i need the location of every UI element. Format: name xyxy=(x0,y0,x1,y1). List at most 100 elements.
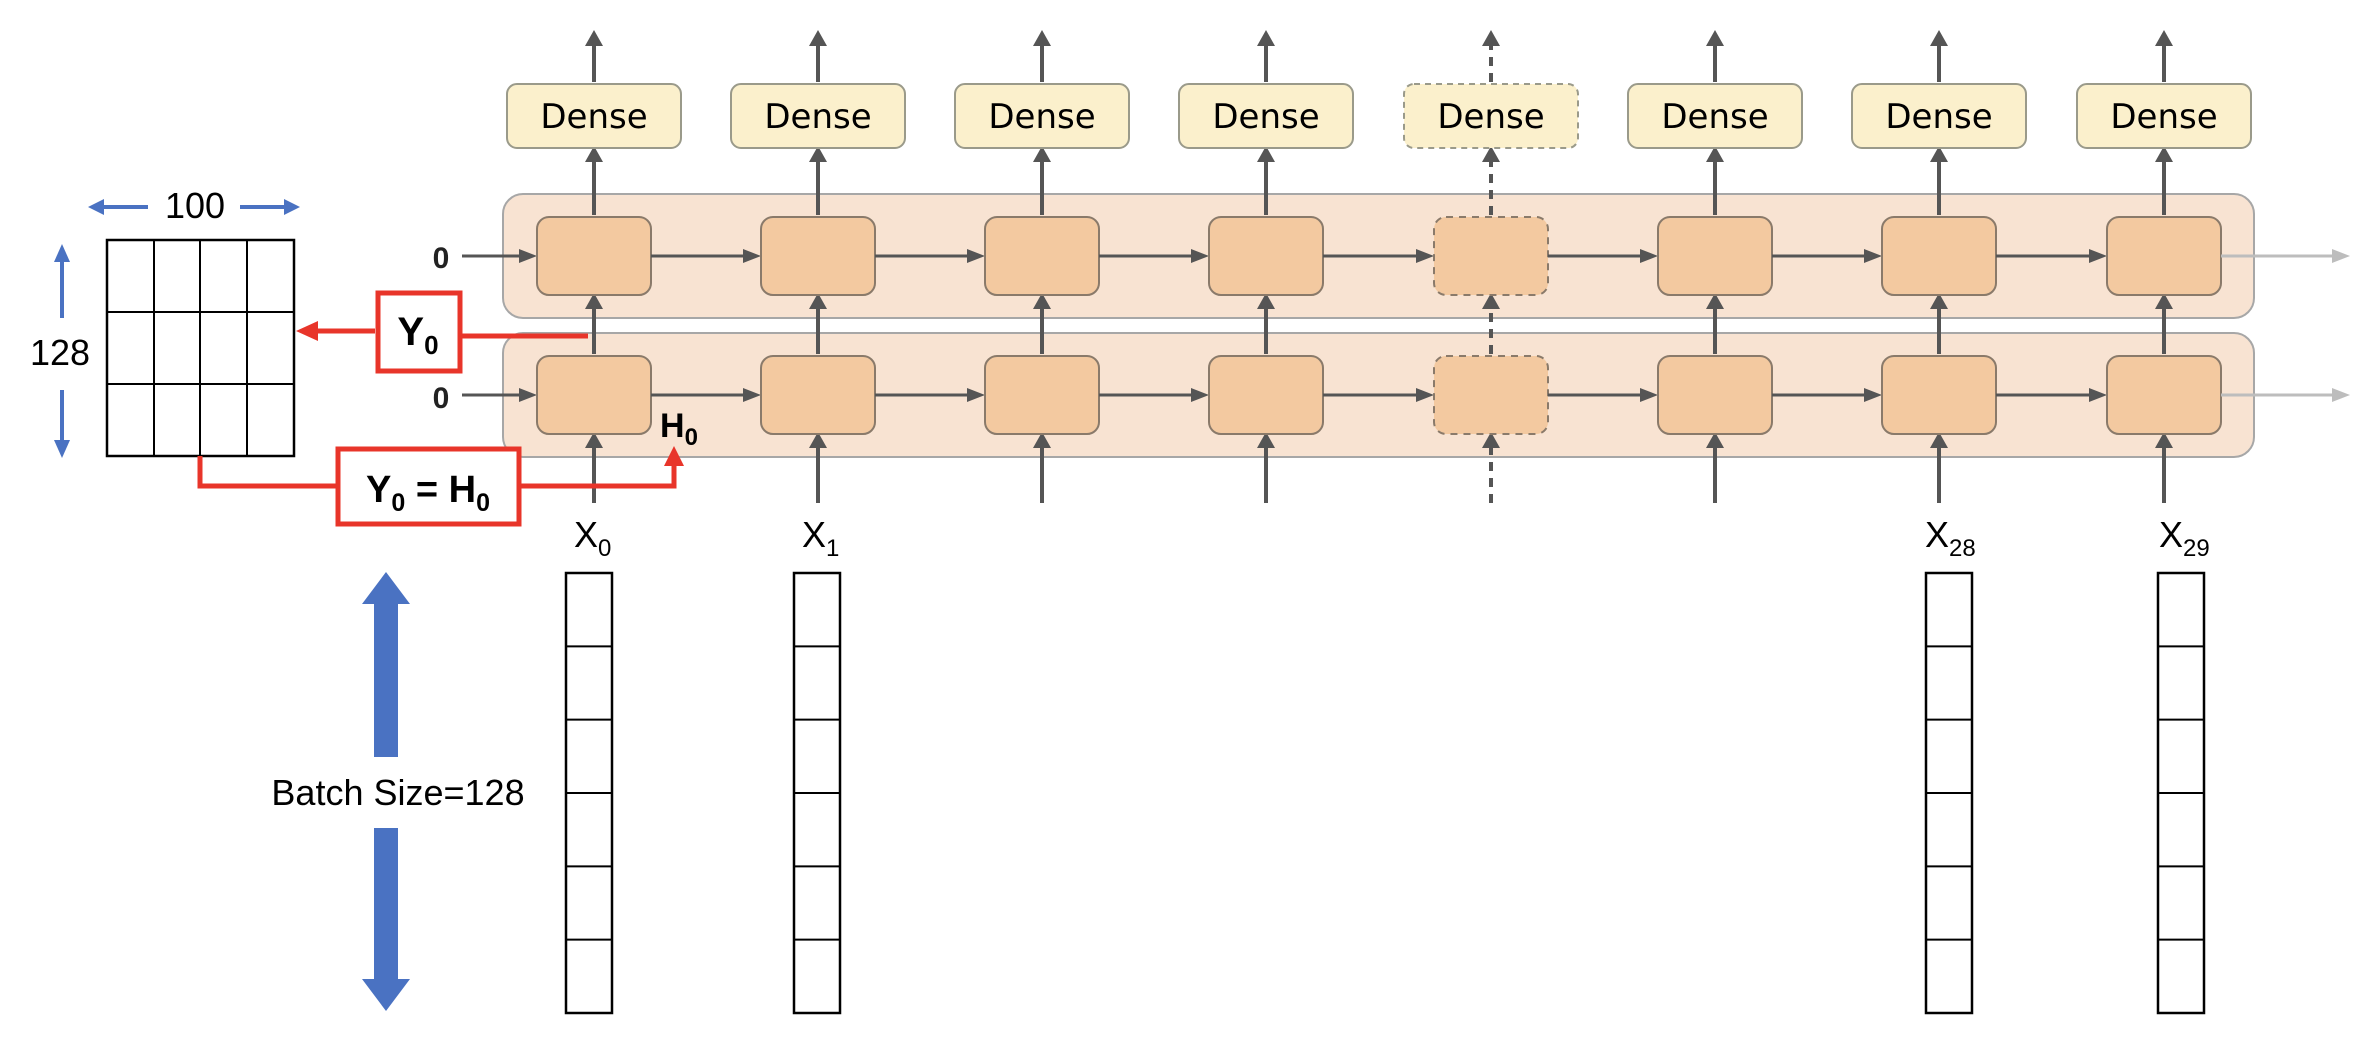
cell-top-6 xyxy=(1881,216,1997,296)
dense-label-3: Dense xyxy=(1212,97,1319,137)
y0-annotation: Y0 xyxy=(296,290,588,374)
dense-arrowhead-2 xyxy=(1033,146,1051,162)
h0-label: H0 xyxy=(660,407,698,451)
input-arrowhead-1 xyxy=(809,432,827,448)
dense-label-7: Dense xyxy=(2110,97,2217,137)
layer-arrowhead-0 xyxy=(585,293,603,309)
eq-rhs-sub: 0 xyxy=(476,489,490,517)
recurrent-top-1-head xyxy=(967,249,985,263)
cell-bottom-1 xyxy=(760,355,876,435)
matrix-width-label: 100 xyxy=(165,185,225,226)
eq-lhs-base: Y xyxy=(366,469,391,511)
dense-box-1 xyxy=(730,83,906,149)
matrix-height-arrows xyxy=(54,244,70,458)
layer-arrowhead-2 xyxy=(1033,293,1051,309)
input-label-x29: X29 xyxy=(2159,514,2210,562)
batch-size-label: Batch Size=128 xyxy=(271,772,524,813)
layer-arrowhead-4 xyxy=(1482,293,1500,309)
output-arrowhead-7 xyxy=(2155,30,2173,46)
recurrent-top-6-head xyxy=(2089,249,2107,263)
initial-state-arrow-bottom-head xyxy=(519,388,537,402)
cell-top-5 xyxy=(1657,216,1773,296)
final-state-top-head xyxy=(2332,249,2350,263)
dense-box-6 xyxy=(1851,83,2027,149)
eq-lhs-sub: 0 xyxy=(391,489,405,517)
output-arrowhead-2 xyxy=(1033,30,1051,46)
output-arrowhead-4 xyxy=(1482,30,1500,46)
cell-bottom-4 xyxy=(1433,355,1549,435)
dense-arrowhead-5 xyxy=(1706,146,1724,162)
dense-label-2: Dense xyxy=(988,97,1095,137)
dense-box-7 xyxy=(2076,83,2252,149)
svg-text:Y0 = H0: Y0 = H0 xyxy=(366,469,490,517)
initial-state-bottom: 0 xyxy=(433,382,450,415)
input-arrowhead-7 xyxy=(2155,432,2173,448)
cell-top-4 xyxy=(1433,216,1549,296)
output-arrowhead-0 xyxy=(585,30,603,46)
svg-text:Y0: Y0 xyxy=(397,310,438,360)
input-arrowhead-3 xyxy=(1257,432,1275,448)
recurrent-top-0-head xyxy=(743,249,761,263)
dense-label-0: Dense xyxy=(540,97,647,137)
dense-arrowhead-3 xyxy=(1257,146,1275,162)
cell-top-3 xyxy=(1208,216,1324,296)
layer-arrowhead-6 xyxy=(1930,293,1948,309)
layer-arrowhead-7 xyxy=(2155,293,2173,309)
cell-bottom-7 xyxy=(2106,355,2222,435)
dense-arrowhead-1 xyxy=(809,146,827,162)
cell-bottom-2 xyxy=(984,355,1100,435)
recurrent-top-5-head xyxy=(1864,249,1882,263)
output-arrowhead-5 xyxy=(1706,30,1724,46)
dense-arrowhead-4 xyxy=(1482,146,1500,162)
layer-arrowhead-1 xyxy=(809,293,827,309)
dense-box-5 xyxy=(1627,83,1803,149)
cell-bottom-0 xyxy=(536,355,652,435)
initial-state-arrow-top-head xyxy=(519,249,537,263)
dense-box-0 xyxy=(506,83,682,149)
y0-sub: 0 xyxy=(424,330,438,360)
cell-top-0 xyxy=(536,216,652,296)
input-label-x1: X1 xyxy=(802,514,839,562)
recurrent-bottom-4-head xyxy=(1640,388,1658,402)
recurrent-top-3-head xyxy=(1416,249,1434,263)
dense-arrowhead-6 xyxy=(1930,146,1948,162)
dense-box-2 xyxy=(954,83,1130,149)
dense-label-4: Dense xyxy=(1437,97,1544,137)
recurrent-bottom-1-head xyxy=(967,388,985,402)
recurrent-bottom-2-head xyxy=(1191,388,1209,402)
cell-top-1 xyxy=(760,216,876,296)
input-arrowhead-6 xyxy=(1930,432,1948,448)
input-label-x0: X0 xyxy=(574,514,611,562)
rnn-unrolled-cells: Dense Dense Dense Dense Dense Dense Dense Dense xyxy=(462,30,2350,503)
output-arrowhead-1 xyxy=(809,30,827,46)
input-arrowhead-5 xyxy=(1706,432,1724,448)
cell-top-2 xyxy=(984,216,1100,296)
output-arrowhead-6 xyxy=(1930,30,1948,46)
output-arrowhead-3 xyxy=(1257,30,1275,46)
batch-size-arrow xyxy=(362,572,410,1011)
dense-label-5: Dense xyxy=(1661,97,1768,137)
initial-state-top: 0 xyxy=(433,242,450,275)
dense-label-6: Dense xyxy=(1885,97,1992,137)
input-label-x28: X28 xyxy=(1925,514,1976,562)
output-matrix xyxy=(105,238,296,458)
input-arrowhead-2 xyxy=(1033,432,1051,448)
recurrent-bottom-6-head xyxy=(2089,388,2107,402)
matrix-height-label: 128 xyxy=(30,332,90,373)
eq-rhs-base: H xyxy=(449,469,476,511)
cell-bottom-6 xyxy=(1881,355,1997,435)
final-state-bottom-head xyxy=(2332,388,2350,402)
input-vectors xyxy=(564,571,2206,1015)
matrix-width-arrows xyxy=(88,199,300,215)
dense-label-1: Dense xyxy=(764,97,871,137)
dense-box-3 xyxy=(1178,83,1354,149)
input-arrowhead-0 xyxy=(585,432,603,448)
y0-base: Y xyxy=(397,310,424,354)
dense-box-4 xyxy=(1403,83,1579,149)
layer-arrowhead-5 xyxy=(1706,293,1724,309)
recurrent-bottom-3-head xyxy=(1416,388,1434,402)
recurrent-top-2-head xyxy=(1191,249,1209,263)
recurrent-bottom-0-head xyxy=(743,388,761,402)
dense-arrowhead-7 xyxy=(2155,146,2173,162)
